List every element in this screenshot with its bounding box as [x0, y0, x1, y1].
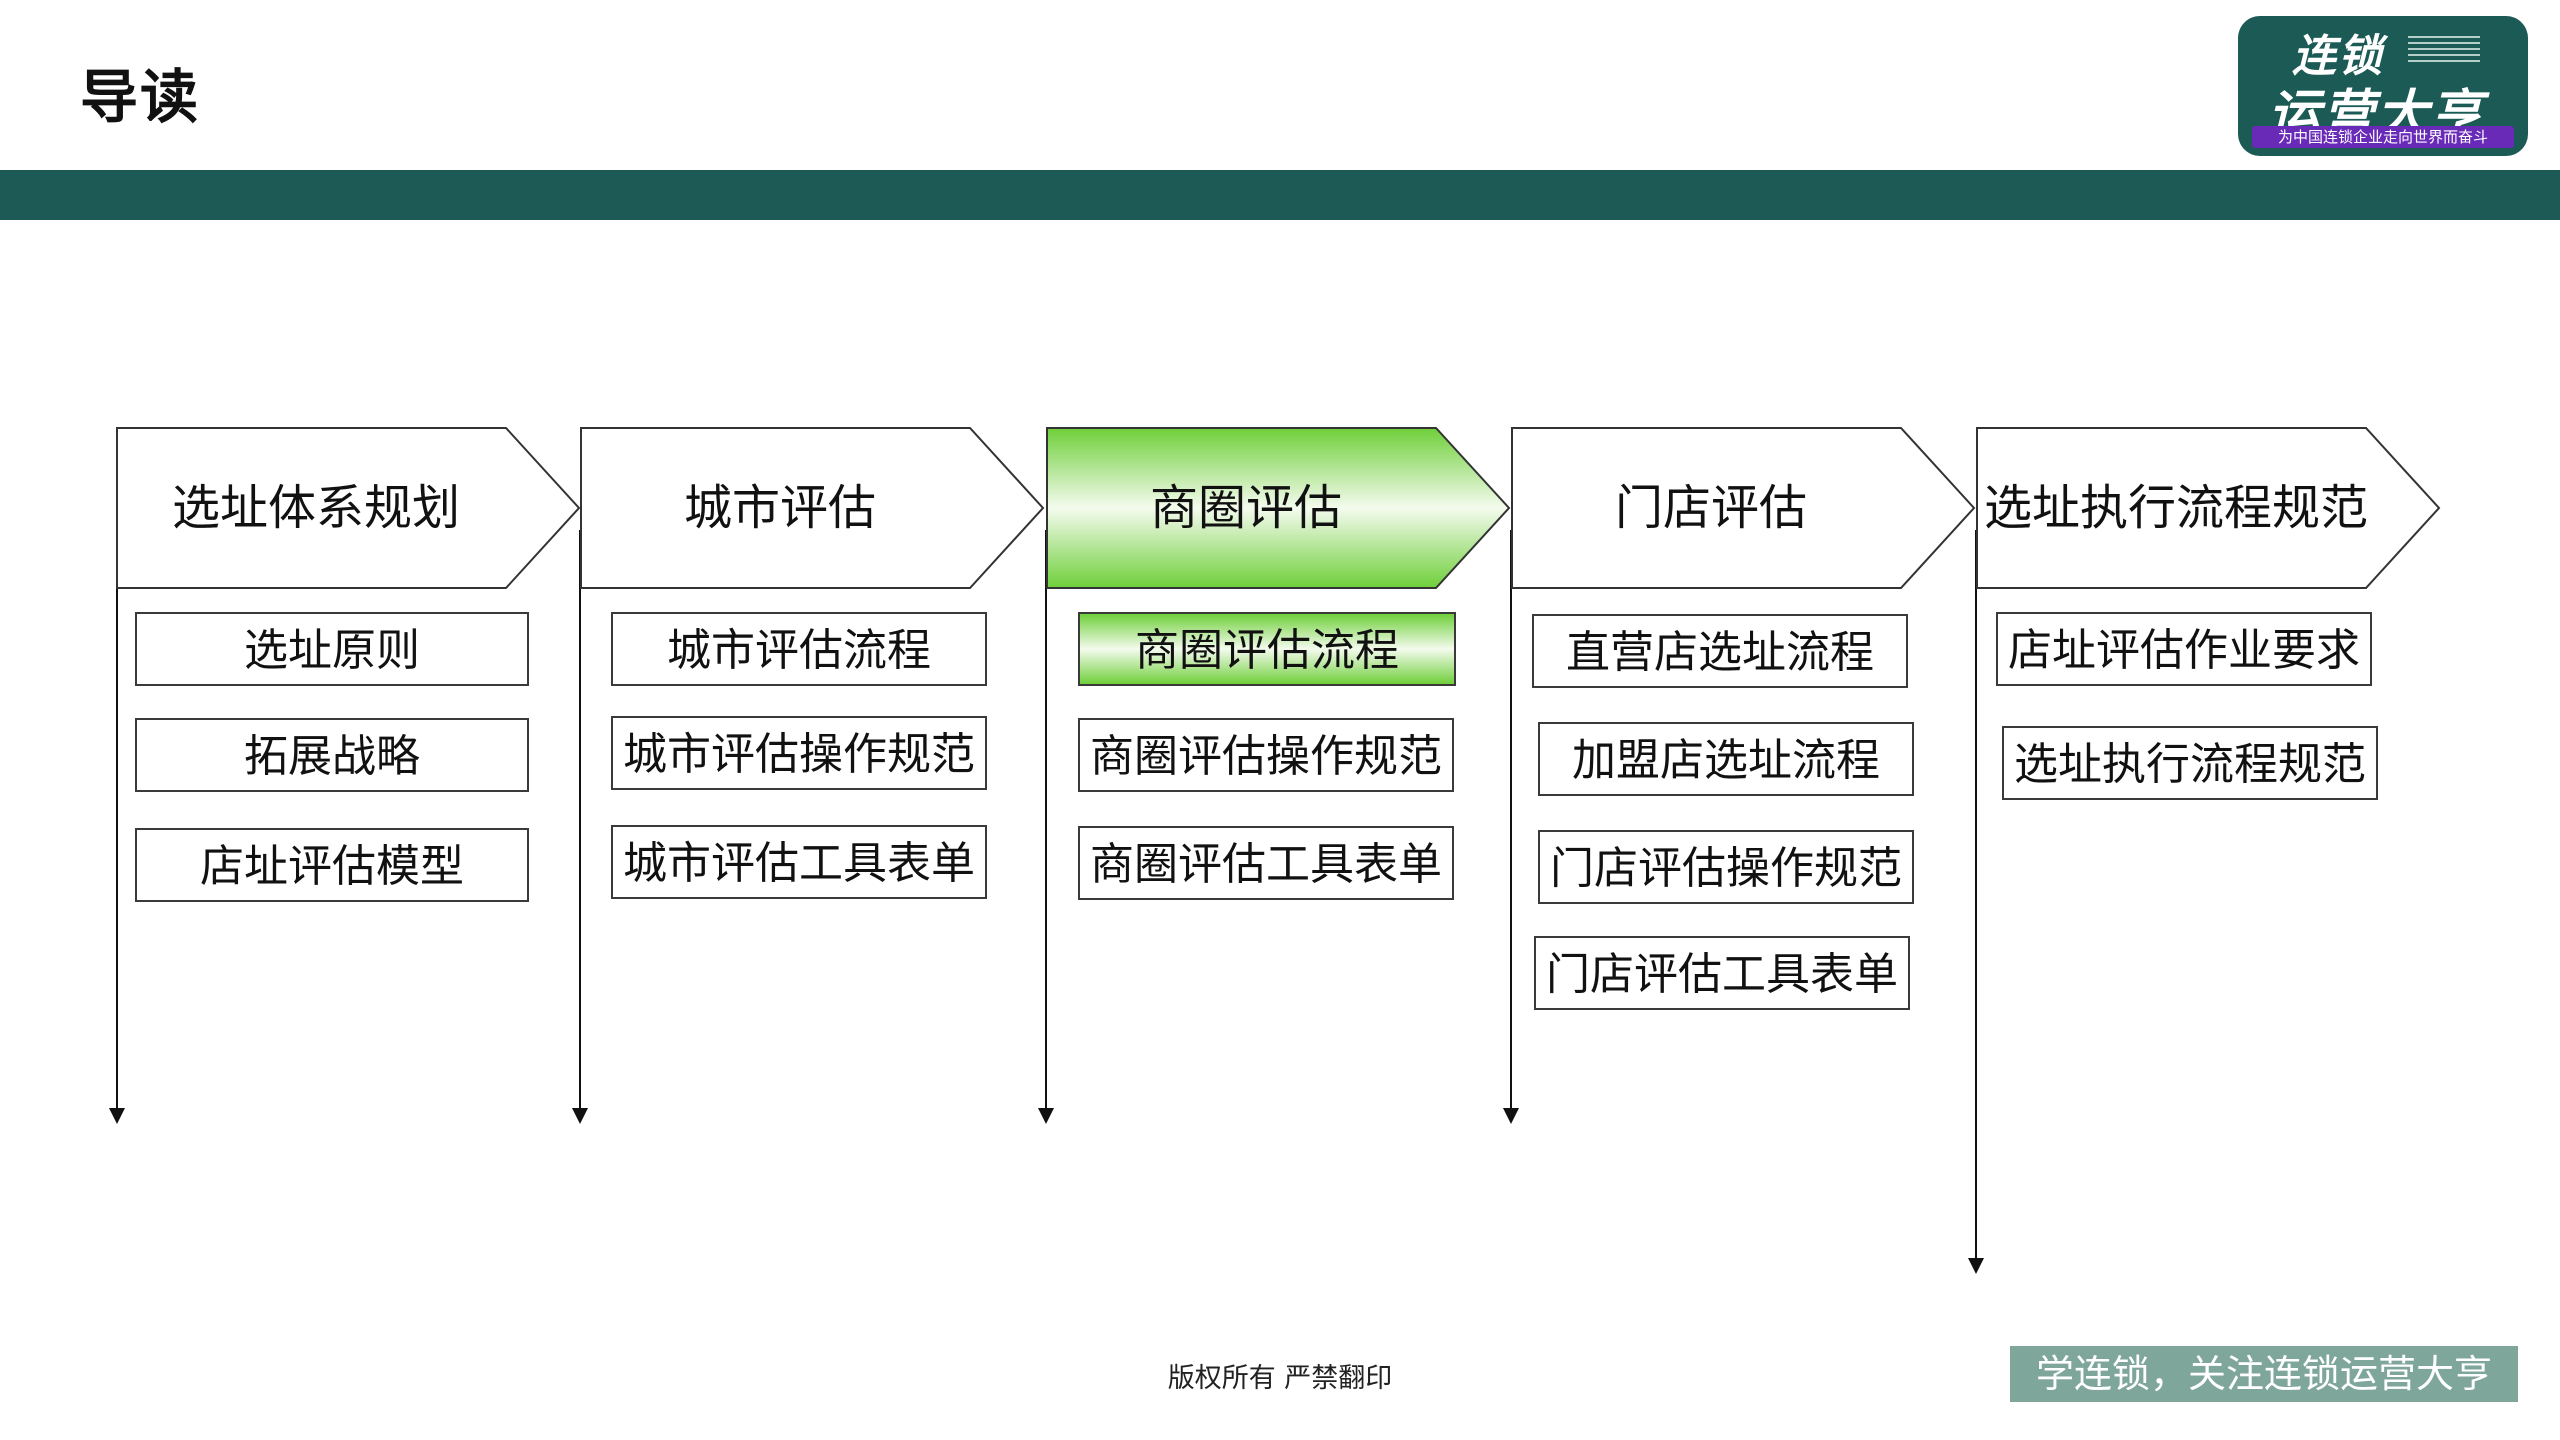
column-4-timeline	[1503, 530, 1519, 1124]
column-4-header: 门店评估	[1511, 427, 1976, 589]
column-1-timeline	[109, 530, 125, 1124]
column-2-item-1[interactable]: 城市评估流程	[611, 612, 987, 686]
column-1-item-1[interactable]: 选址原则	[135, 612, 529, 686]
column-4-header-label: 门店评估	[1614, 480, 1807, 536]
arrow-shape-icon	[116, 427, 581, 589]
column-4-item-1[interactable]: 直营店选址流程	[1532, 614, 1908, 688]
column-2-timeline	[572, 530, 588, 1124]
column-1-item-3[interactable]: 店址评估模型	[135, 828, 529, 902]
column-2-item-3[interactable]: 城市评估工具表单	[611, 825, 987, 899]
column-3-header: 商圈评估	[1046, 427, 1511, 589]
logo-slogan: 为中国连锁企业走向世界而奋斗	[2252, 126, 2514, 148]
column-2-item-2[interactable]: 城市评估操作规范	[611, 716, 987, 790]
column-1-header: 选址体系规划	[116, 427, 581, 589]
column-5-header: 选址执行流程规范	[1976, 427, 2441, 589]
column-3-item-3[interactable]: 商圈评估工具表单	[1078, 826, 1454, 900]
column-3-item-2[interactable]: 商圈评估操作规范	[1078, 718, 1454, 792]
arrow-shape-icon	[1976, 427, 2441, 589]
column-3-timeline	[1038, 530, 1054, 1124]
column-1-header-label: 选址体系规划	[171, 480, 460, 536]
page-title: 导读	[80, 63, 201, 131]
column-4-item-2[interactable]: 加盟店选址流程	[1538, 722, 1914, 796]
logo-waves-icon	[2408, 36, 2480, 62]
brand-logo: 连锁 运营大亨 为中国连锁企业走向世界而奋斗	[2238, 16, 2528, 156]
column-3-item-1[interactable]: 商圈评估流程	[1078, 612, 1456, 686]
column-1-item-2[interactable]: 拓展战略	[135, 718, 529, 792]
column-5-item-1[interactable]: 店址评估作业要求	[1996, 612, 2372, 686]
column-4-item-3[interactable]: 门店评估操作规范	[1538, 830, 1914, 904]
arrow-shape-icon	[1511, 427, 1976, 589]
column-4-item-4[interactable]: 门店评估工具表单	[1534, 936, 1910, 1010]
column-2-header-label: 城市评估	[683, 480, 876, 536]
arrow-shape-icon	[580, 427, 1045, 589]
column-5-item-2[interactable]: 选址执行流程规范	[2002, 726, 2378, 800]
arrow-shape-icon	[1046, 427, 1511, 589]
logo-line-1: 连锁	[2292, 31, 2384, 82]
copyright-notice: 版权所有 严禁翻印	[1167, 1363, 1393, 1394]
column-5-header-label: 选址执行流程规范	[1983, 480, 2368, 536]
column-3-header-label: 商圈评估	[1149, 480, 1342, 536]
header-band	[0, 170, 2560, 220]
column-5-timeline	[1968, 530, 1984, 1274]
column-2-header: 城市评估	[580, 427, 1045, 589]
footer-banner: 学连锁，关注连锁运营大亨	[2010, 1346, 2518, 1402]
